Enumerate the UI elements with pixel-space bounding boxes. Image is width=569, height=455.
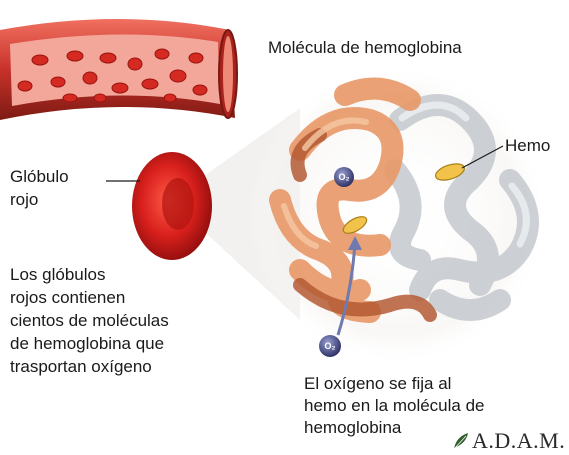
description-text: Los glóbulos rojos contienen cientos de …	[10, 263, 169, 378]
red-blood-cell	[132, 152, 212, 260]
oxygen-molecule-free	[319, 335, 341, 357]
red-blood-cell-label: Glóbulo	[10, 167, 69, 186]
o2-label-bound: O₂	[339, 172, 350, 182]
description-line: rojos contienen	[10, 288, 126, 307]
red-blood-cell-label-line2: rojo	[10, 190, 39, 209]
oxygen-arrow	[336, 236, 362, 336]
description-line: de hemoglobina que	[10, 334, 165, 353]
caption-line: hemo en la molécula de	[304, 396, 485, 415]
o2-label-free: O₂	[325, 341, 336, 351]
blood-vessel	[0, 19, 238, 120]
caption-line: El oxígeno se fija al	[304, 374, 452, 393]
oxygen-molecule-bound	[334, 167, 354, 187]
caption-line: hemoglobina	[304, 418, 402, 437]
hemo-label: Hemo	[505, 136, 551, 155]
description-line: trasportan oxígeno	[10, 357, 152, 376]
leaf-icon	[453, 433, 468, 450]
hemo-leader-line	[461, 145, 504, 169]
heme-group-oxygenated	[342, 216, 368, 234]
adam-logo: A.D.A.M.	[452, 428, 565, 454]
hemoglobin-molecule	[248, 65, 548, 365]
description-line: Los glóbulos	[10, 265, 106, 284]
description-line: cientos de moléculas	[10, 311, 169, 330]
molecule-title: Molécula de hemoglobina	[268, 38, 462, 57]
logo-text: A.D.A.M.	[472, 428, 566, 453]
oxygen-caption: El oxígeno se fija al hemo en la molécul…	[304, 373, 485, 439]
